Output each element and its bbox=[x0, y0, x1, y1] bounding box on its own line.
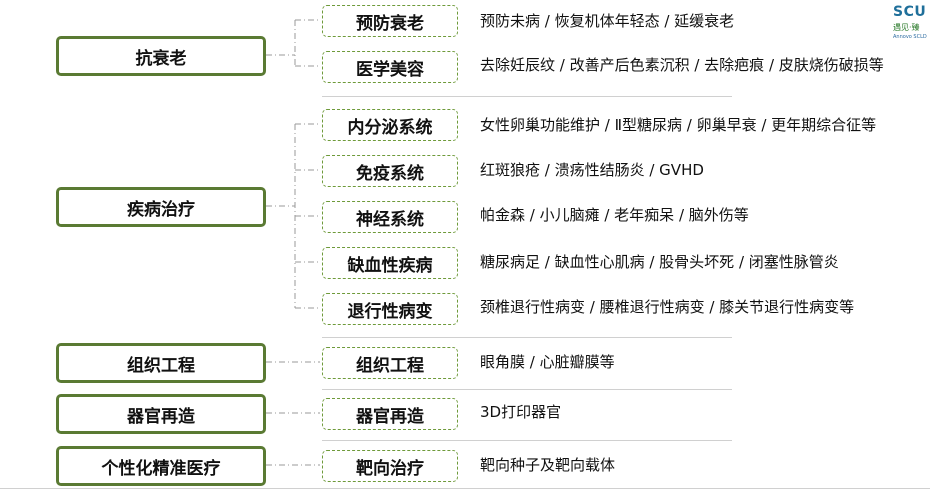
item-targeted-therapy: 靶向治疗 bbox=[322, 450, 458, 482]
desc-organ-regeneration: 3D打印器官 bbox=[480, 403, 562, 421]
desc-degenerative-disease: 颈椎退行性病变 / 腰椎退行性病变 / 膝关节退行性病变等 bbox=[480, 298, 855, 316]
item-tissue-engineering: 组织工程 bbox=[322, 347, 458, 379]
desc-ischemic-disease: 糖尿病足 / 缺血性心肌病 / 股骨头坏死 / 闭塞性脉管炎 bbox=[480, 253, 839, 271]
item-prevent-aging: 预防衰老 bbox=[322, 5, 458, 37]
separator bbox=[322, 96, 732, 97]
separator bbox=[0, 488, 930, 489]
item-degenerative-disease: 退行性病变 bbox=[322, 293, 458, 325]
item-nervous-system: 神经系统 bbox=[322, 201, 458, 233]
brand-logo: SCU 遇见·臻 Annovo SCLD bbox=[885, 4, 930, 46]
logo-sub-text: 遇见·臻 bbox=[893, 23, 920, 32]
category-anti-aging: 抗衰老 bbox=[56, 36, 266, 76]
category-organ-regeneration: 器官再造 bbox=[56, 394, 266, 434]
desc-immune-system: 红斑狼疮 / 溃疡性结肠炎 / GVHD bbox=[480, 161, 704, 179]
separator bbox=[322, 389, 732, 390]
item-endocrine-system: 内分泌系统 bbox=[322, 109, 458, 141]
separator bbox=[322, 440, 732, 441]
desc-targeted-therapy: 靶向种子及靶向载体 bbox=[480, 456, 616, 474]
item-organ-regeneration: 器官再造 bbox=[322, 398, 458, 430]
category-precision-medicine: 个性化精准医疗 bbox=[56, 446, 266, 486]
desc-prevent-aging: 预防未病 / 恢复机体年轻态 / 延缓衰老 bbox=[480, 12, 735, 30]
logo-small-text: Annovo SCLD bbox=[893, 34, 927, 40]
logo-main-text: SCU bbox=[893, 4, 927, 20]
desc-endocrine-system: 女性卵巢功能维护 / Ⅱ型糖尿病 / 卵巢早衰 / 更年期综合征等 bbox=[480, 116, 877, 134]
desc-tissue-engineering: 眼角膜 / 心脏瓣膜等 bbox=[480, 353, 615, 371]
desc-medical-beauty: 去除妊辰纹 / 改善产后色素沉积 / 去除疤痕 / 皮肤烧伤破损等 bbox=[480, 56, 884, 74]
item-medical-beauty: 医学美容 bbox=[322, 51, 458, 83]
separator bbox=[322, 337, 732, 338]
desc-nervous-system: 帕金森 / 小儿脑瘫 / 老年痴呆 / 脑外伤等 bbox=[480, 206, 749, 224]
category-disease-treatment: 疾病治疗 bbox=[56, 187, 266, 227]
item-immune-system: 免疫系统 bbox=[322, 155, 458, 187]
category-tissue-engineering: 组织工程 bbox=[56, 343, 266, 383]
item-ischemic-disease: 缺血性疾病 bbox=[322, 247, 458, 279]
